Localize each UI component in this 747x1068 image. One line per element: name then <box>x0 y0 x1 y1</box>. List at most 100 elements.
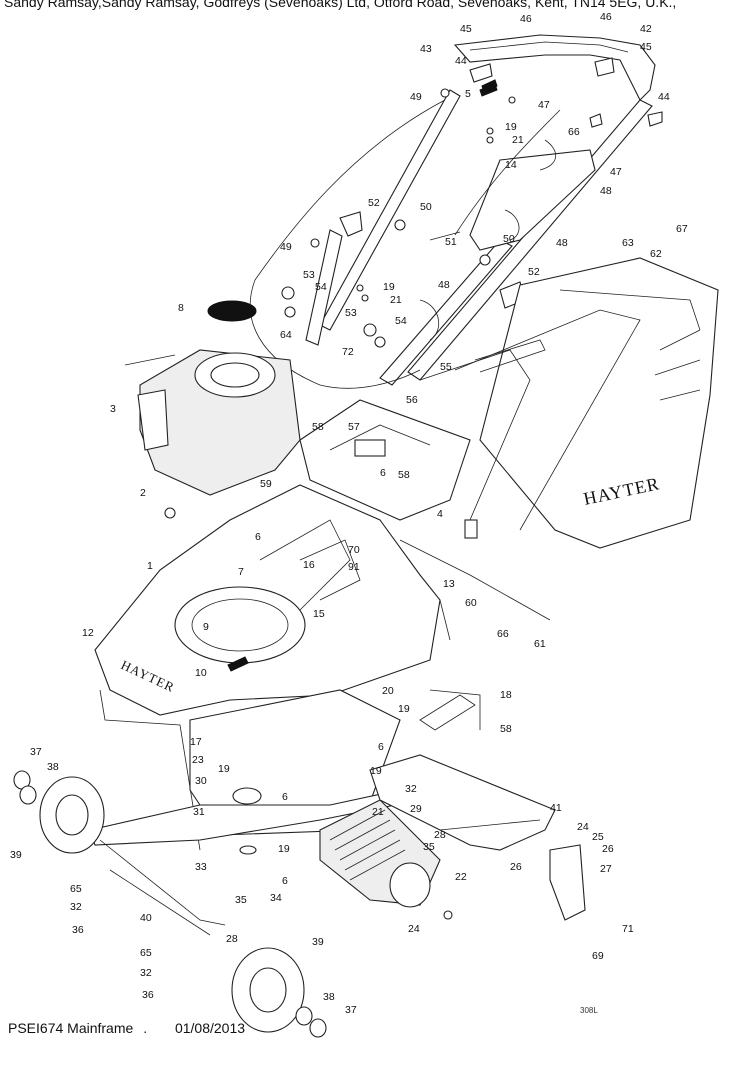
callout: 26 <box>602 843 614 855</box>
callout: 62 <box>650 248 662 260</box>
callout: 46 <box>600 11 612 23</box>
drawing-reference: 308L <box>580 1006 598 1015</box>
callout: 19 <box>370 765 382 777</box>
mower-deck: HAYTER <box>94 79 498 851</box>
callout: 16 <box>303 559 315 571</box>
callout: 6 <box>255 531 261 543</box>
callout: 47 <box>610 166 622 178</box>
callout: 65 <box>140 947 152 959</box>
callout: 34 <box>270 892 282 904</box>
callout: 42 <box>640 23 652 35</box>
callout: 71 <box>622 923 634 935</box>
footer-date: 01/08/2013 <box>174 1020 246 1036</box>
callout: 51 <box>445 236 457 248</box>
callout: 36 <box>142 989 154 1001</box>
callout: 48 <box>556 237 568 249</box>
callout: 15 <box>313 608 325 620</box>
callout: 12 <box>82 627 94 639</box>
callout: 5 <box>465 88 471 100</box>
callout: 65 <box>70 883 82 895</box>
callout: 27 <box>600 863 612 875</box>
callout: 43 <box>420 43 432 55</box>
callout: 37 <box>345 1004 357 1016</box>
callout: 6 <box>282 791 288 803</box>
adjuster-rod <box>399 539 551 621</box>
callout: 40 <box>140 912 152 924</box>
callout: 33 <box>195 861 207 873</box>
roller-frame <box>369 689 586 921</box>
callout: 39 <box>10 849 22 861</box>
callout: 47 <box>538 99 550 111</box>
callout: 53 <box>303 269 315 281</box>
callout: 66 <box>568 126 580 138</box>
callout: 6 <box>282 875 288 887</box>
roller <box>319 799 441 908</box>
callout: 20 <box>382 685 394 697</box>
callout: 19 <box>505 121 517 133</box>
callout: 26 <box>510 861 522 873</box>
callout: 4 <box>437 508 443 520</box>
callout: 69 <box>592 950 604 962</box>
callout: 63 <box>622 237 634 249</box>
wheels <box>13 770 327 1038</box>
callout: 19 <box>398 703 410 715</box>
rear-guard <box>299 399 478 539</box>
callout: 54 <box>395 315 407 327</box>
callout: 91 <box>348 561 360 573</box>
callout: 41 <box>550 802 562 814</box>
callout: 13 <box>443 578 455 590</box>
callout: 61 <box>534 638 546 650</box>
callout: 21 <box>372 806 384 818</box>
callout: 44 <box>658 91 670 103</box>
engine <box>124 300 301 519</box>
callout: 2 <box>140 487 146 499</box>
callout: 52 <box>368 197 380 209</box>
callout: 66 <box>497 628 509 640</box>
callout: 54 <box>315 281 327 293</box>
callout: 35 <box>423 841 435 853</box>
callout: 32 <box>405 783 417 795</box>
callout: 28 <box>226 933 238 945</box>
footer-separator: . <box>143 1020 148 1036</box>
callout: 60 <box>465 597 477 609</box>
page-header: Sandy Ramsay,Sandy Ramsay, Godfreys (Sev… <box>4 0 677 10</box>
callout: 29 <box>410 803 422 815</box>
callout: 3 <box>110 403 116 415</box>
callout: 55 <box>440 361 452 373</box>
callout: 46 <box>520 13 532 25</box>
callout: 23 <box>192 754 204 766</box>
callout: 25 <box>592 831 604 843</box>
callout: 19 <box>218 763 230 775</box>
callout: 9 <box>203 621 209 633</box>
callout: 14 <box>505 159 517 171</box>
callout: 28 <box>434 829 446 841</box>
callout: 17 <box>190 736 202 748</box>
callout: 38 <box>323 991 335 1003</box>
callout: 70 <box>348 544 360 556</box>
callout: 58 <box>500 723 512 735</box>
callout: 18 <box>500 689 512 701</box>
callout: 8 <box>178 302 184 314</box>
callout: 24 <box>577 821 589 833</box>
callout: 36 <box>72 924 84 936</box>
callout: 30 <box>195 775 207 787</box>
callout: 19 <box>383 281 395 293</box>
callout: 39 <box>312 936 324 948</box>
callout: 58 <box>398 469 410 481</box>
footer-model: PSEI674 Mainframe <box>8 1020 134 1036</box>
callout: 1 <box>147 560 153 572</box>
callout: 49 <box>410 91 422 103</box>
engine-cap-decal <box>207 300 257 322</box>
callout: 53 <box>345 307 357 319</box>
callout: 58 <box>312 421 324 433</box>
callout: 48 <box>600 185 612 197</box>
callout: 22 <box>455 871 467 883</box>
callout: 19 <box>278 843 290 855</box>
callout: 56 <box>406 394 418 406</box>
callout: 52 <box>528 266 540 278</box>
callout: 50 <box>503 233 515 245</box>
callout: 32 <box>70 901 82 913</box>
grass-box: HAYTER <box>419 257 719 549</box>
callout: 49 <box>280 241 292 253</box>
